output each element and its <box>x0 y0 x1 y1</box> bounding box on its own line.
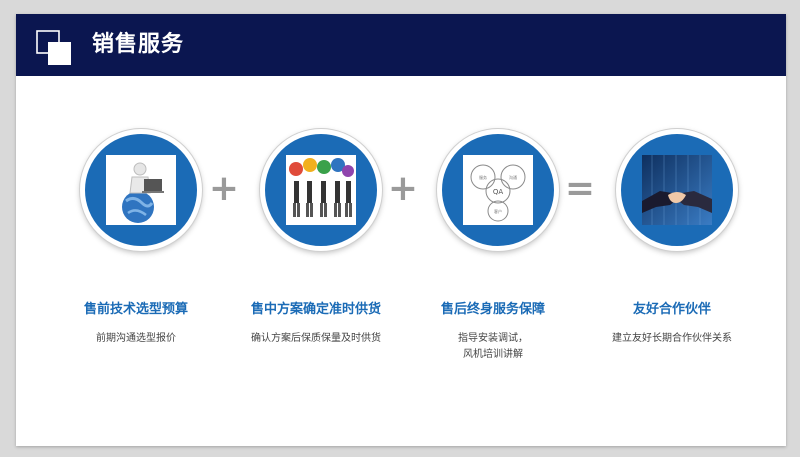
page-title: 销售服务 <box>92 32 185 57</box>
header-bar: 销售服务 <box>16 14 786 76</box>
step-circle <box>260 129 382 251</box>
step-title: 友好合作伙伴 <box>632 302 711 317</box>
step-title: 售后终身服务保障 <box>440 302 545 317</box>
qa-venn-diagram-icon: QA 服务 沟通 客户 <box>463 155 533 225</box>
plus-operator: + <box>208 168 240 209</box>
handshake-icon <box>642 155 712 225</box>
diagram-label: 沟通 <box>509 174 517 180</box>
step-title: 售中方案确定准时供货 <box>250 302 381 317</box>
step-desc: 确认方案后保质保量及时供货 <box>251 333 381 344</box>
team-gears-icon <box>286 155 356 225</box>
step-circle <box>80 129 202 251</box>
equals-operator: = <box>564 168 596 209</box>
diagram-label: 服务 <box>479 174 487 180</box>
step-desc: 前期沟通选型报价 <box>96 333 176 344</box>
diagram-label: 客户 <box>494 208 502 214</box>
globe-laptop-person-icon <box>106 155 176 225</box>
slide: 销售服务 售前技术选型预算 前期沟通选型报价 + <box>16 14 786 446</box>
step-presales: 售前技术选型预算 前期沟通选型报价 <box>46 129 226 369</box>
step-partnership: 友好合作伙伴 建立友好长期合作伙伴关系 <box>582 129 762 369</box>
plus-operator: + <box>387 168 419 209</box>
step-in-sale: 售中方案确定准时供货 确认方案后保质保量及时供货 <box>226 129 406 369</box>
step-desc: 指导安装调试， 风机培训讲解 <box>458 333 528 360</box>
step-desc: 建立友好长期合作伙伴关系 <box>612 333 732 344</box>
step-circle <box>616 129 738 251</box>
step-title: 售前技术选型预算 <box>83 302 188 317</box>
step-circle: QA 服务 沟通 客户 <box>437 129 559 251</box>
diagram-center-label: QA <box>493 188 504 196</box>
square-logo-icon <box>36 30 71 65</box>
step-after-sales: QA 服务 沟通 客户 售后终身服务保障 指导安装调试， 风机培训讲解 <box>403 129 583 369</box>
